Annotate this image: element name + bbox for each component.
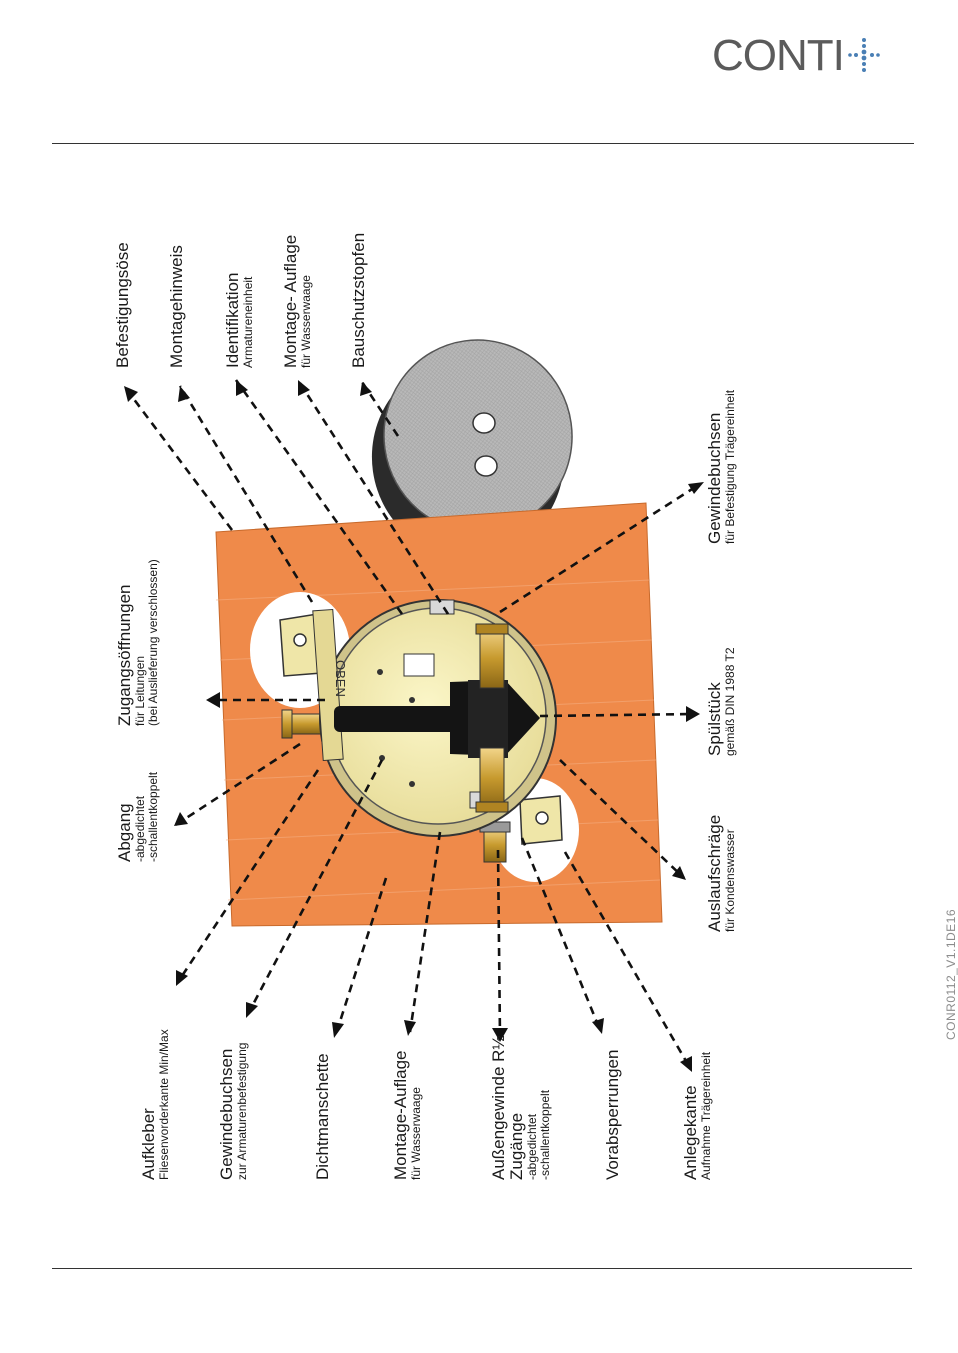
label-gewindebuchsen-left: Gewindebuchsen zur Armaturenbefestigung: [217, 1042, 249, 1180]
arrowheads: [124, 380, 704, 1072]
conti-logo: CONTI: [712, 32, 882, 80]
label-vorabsperrungen: Vorabsperrungen: [603, 1049, 622, 1180]
label-abgang: Abgang -abgedichtet -schallentkoppelt: [115, 771, 160, 862]
top-divider: [52, 143, 914, 144]
bottom-divider: [52, 1268, 912, 1269]
label-identifikation: Identifikation Armatureneinheit: [223, 272, 255, 368]
label-bauschutzstopfen: Bauschutzstopfen: [349, 232, 368, 368]
plus-dots-icon: [848, 38, 880, 72]
logo-text: CONTI: [712, 31, 845, 80]
inlet-fitting: [479, 821, 511, 863]
label-montagehinweis: Montagehinweis: [167, 245, 186, 368]
leader-lines: [122, 379, 701, 1069]
label-dichtmanschette: Dichtmanschette: [313, 1053, 332, 1180]
label-zugangsoeffnungen: Zugangsöffnungen für Leitungen (bei Ausl…: [115, 559, 160, 726]
label-befestigungsoese: Befestigungsöse: [113, 242, 132, 368]
flushing-piece: [334, 680, 540, 758]
label-auslaufschraege: Auslaufschräge für Kondenswasser: [705, 814, 737, 932]
protective-plug: [371, 339, 573, 558]
label-montage-auflage-bottom: Montage-Auflage für Wasserwaage: [391, 1050, 423, 1180]
label-anlegekante: Anlegekante Aufnahme Trägereinheit: [681, 1051, 713, 1180]
label-aussengewinde: Außengewinde R½ Zugänge -abgedichtet -sc…: [489, 1035, 552, 1180]
shutoff-valves: [475, 623, 509, 813]
label-aufkleber: Aufkleber Fliesenvorderkante Min/Max: [139, 1029, 171, 1180]
fastening-lug-bottom: [519, 795, 563, 845]
identification-label: [403, 653, 435, 677]
label-spuelstueck: Spülstück gemäß DIN 1988 T2: [705, 647, 737, 757]
label-montage-auflage-top: Montage- Auflage für Wasserwaage: [281, 234, 313, 368]
oben-marking: OBEN: [333, 660, 348, 697]
label-gewindebuchsen-right: Gewindebuchsen für Befestigung Trägerein…: [705, 389, 737, 544]
